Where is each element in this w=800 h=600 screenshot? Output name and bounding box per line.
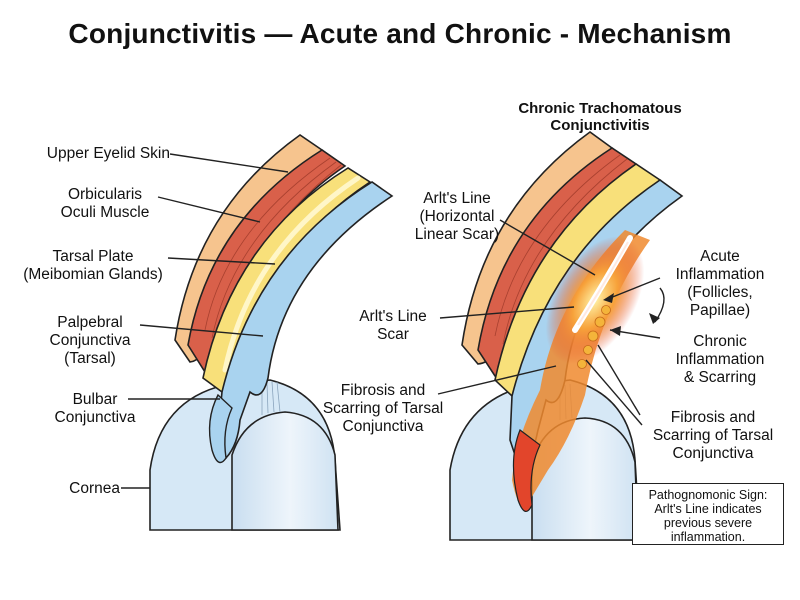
pathognomonic-note-box: Pathognomonic Sign: Arlt's Line indicate… — [632, 483, 784, 545]
label-tarsal-plate: Tarsal Plate (Meibomian Glands) — [23, 248, 163, 283]
follicles — [577, 305, 611, 369]
left-conjunctiva-layer — [217, 181, 394, 460]
label-cornea: Cornea — [69, 480, 120, 497]
left-cornea — [231, 411, 339, 531]
label-fibrosis-right: Fibrosis and Scarring of Tarsal Conjunct… — [652, 409, 774, 462]
right-arrowheads — [603, 293, 660, 336]
label-acute-inflammation: Acute Inflammation (Follicles, Papillae) — [675, 248, 765, 319]
left-leader-lines — [121, 153, 289, 489]
page-title: Conjunctivitis — Acute and Chronic - Mec… — [68, 18, 732, 49]
label-chronic-inflammation: Chronic Inflammation & Scarring — [675, 333, 765, 386]
label-fibrosis-left: Fibrosis and Scarring of Tarsal Conjunct… — [322, 382, 444, 435]
right-leader-lines — [437, 219, 665, 426]
label-orbicularis: Orbicularis Oculi Muscle — [60, 186, 150, 221]
left-eyelid-diagram — [149, 134, 394, 531]
label-bulbar-conjunctiva: Bulbar Conjunctiva — [54, 391, 136, 426]
label-arlts-line-scar: Arlt's Line Scar — [359, 308, 427, 343]
label-upper-eyelid-skin: Upper Eyelid Skin — [46, 145, 170, 162]
label-arlts-line-horizontal: Arlt's Line (Horizontal Linear Scar) — [414, 190, 500, 243]
right-panel-title: Chronic Trachomatous Conjunctivitis — [518, 100, 682, 134]
label-palpebral-conjunctiva: Palpebral Conjunctiva (Tarsal) — [49, 314, 131, 367]
